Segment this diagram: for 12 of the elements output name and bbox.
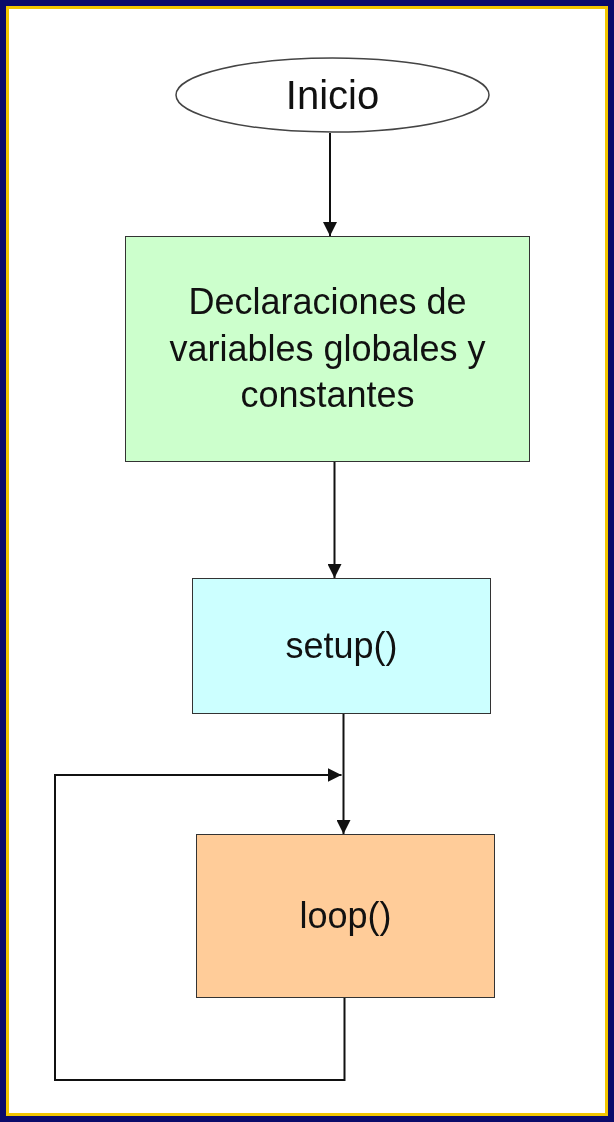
terminal-ellipse	[175, 57, 490, 133]
node-label: Declaraciones de variables globales y constantes	[168, 279, 487, 418]
node-label: loop()	[299, 893, 392, 938]
arrow	[323, 132, 337, 237]
process-box	[192, 578, 491, 714]
process-box	[125, 236, 530, 462]
arrow	[336, 713, 351, 835]
node-label: setup()	[285, 623, 398, 668]
arrow	[54, 768, 346, 1081]
process-box	[196, 834, 495, 998]
node-label: Inicio	[285, 72, 380, 119]
arrow	[327, 461, 342, 579]
